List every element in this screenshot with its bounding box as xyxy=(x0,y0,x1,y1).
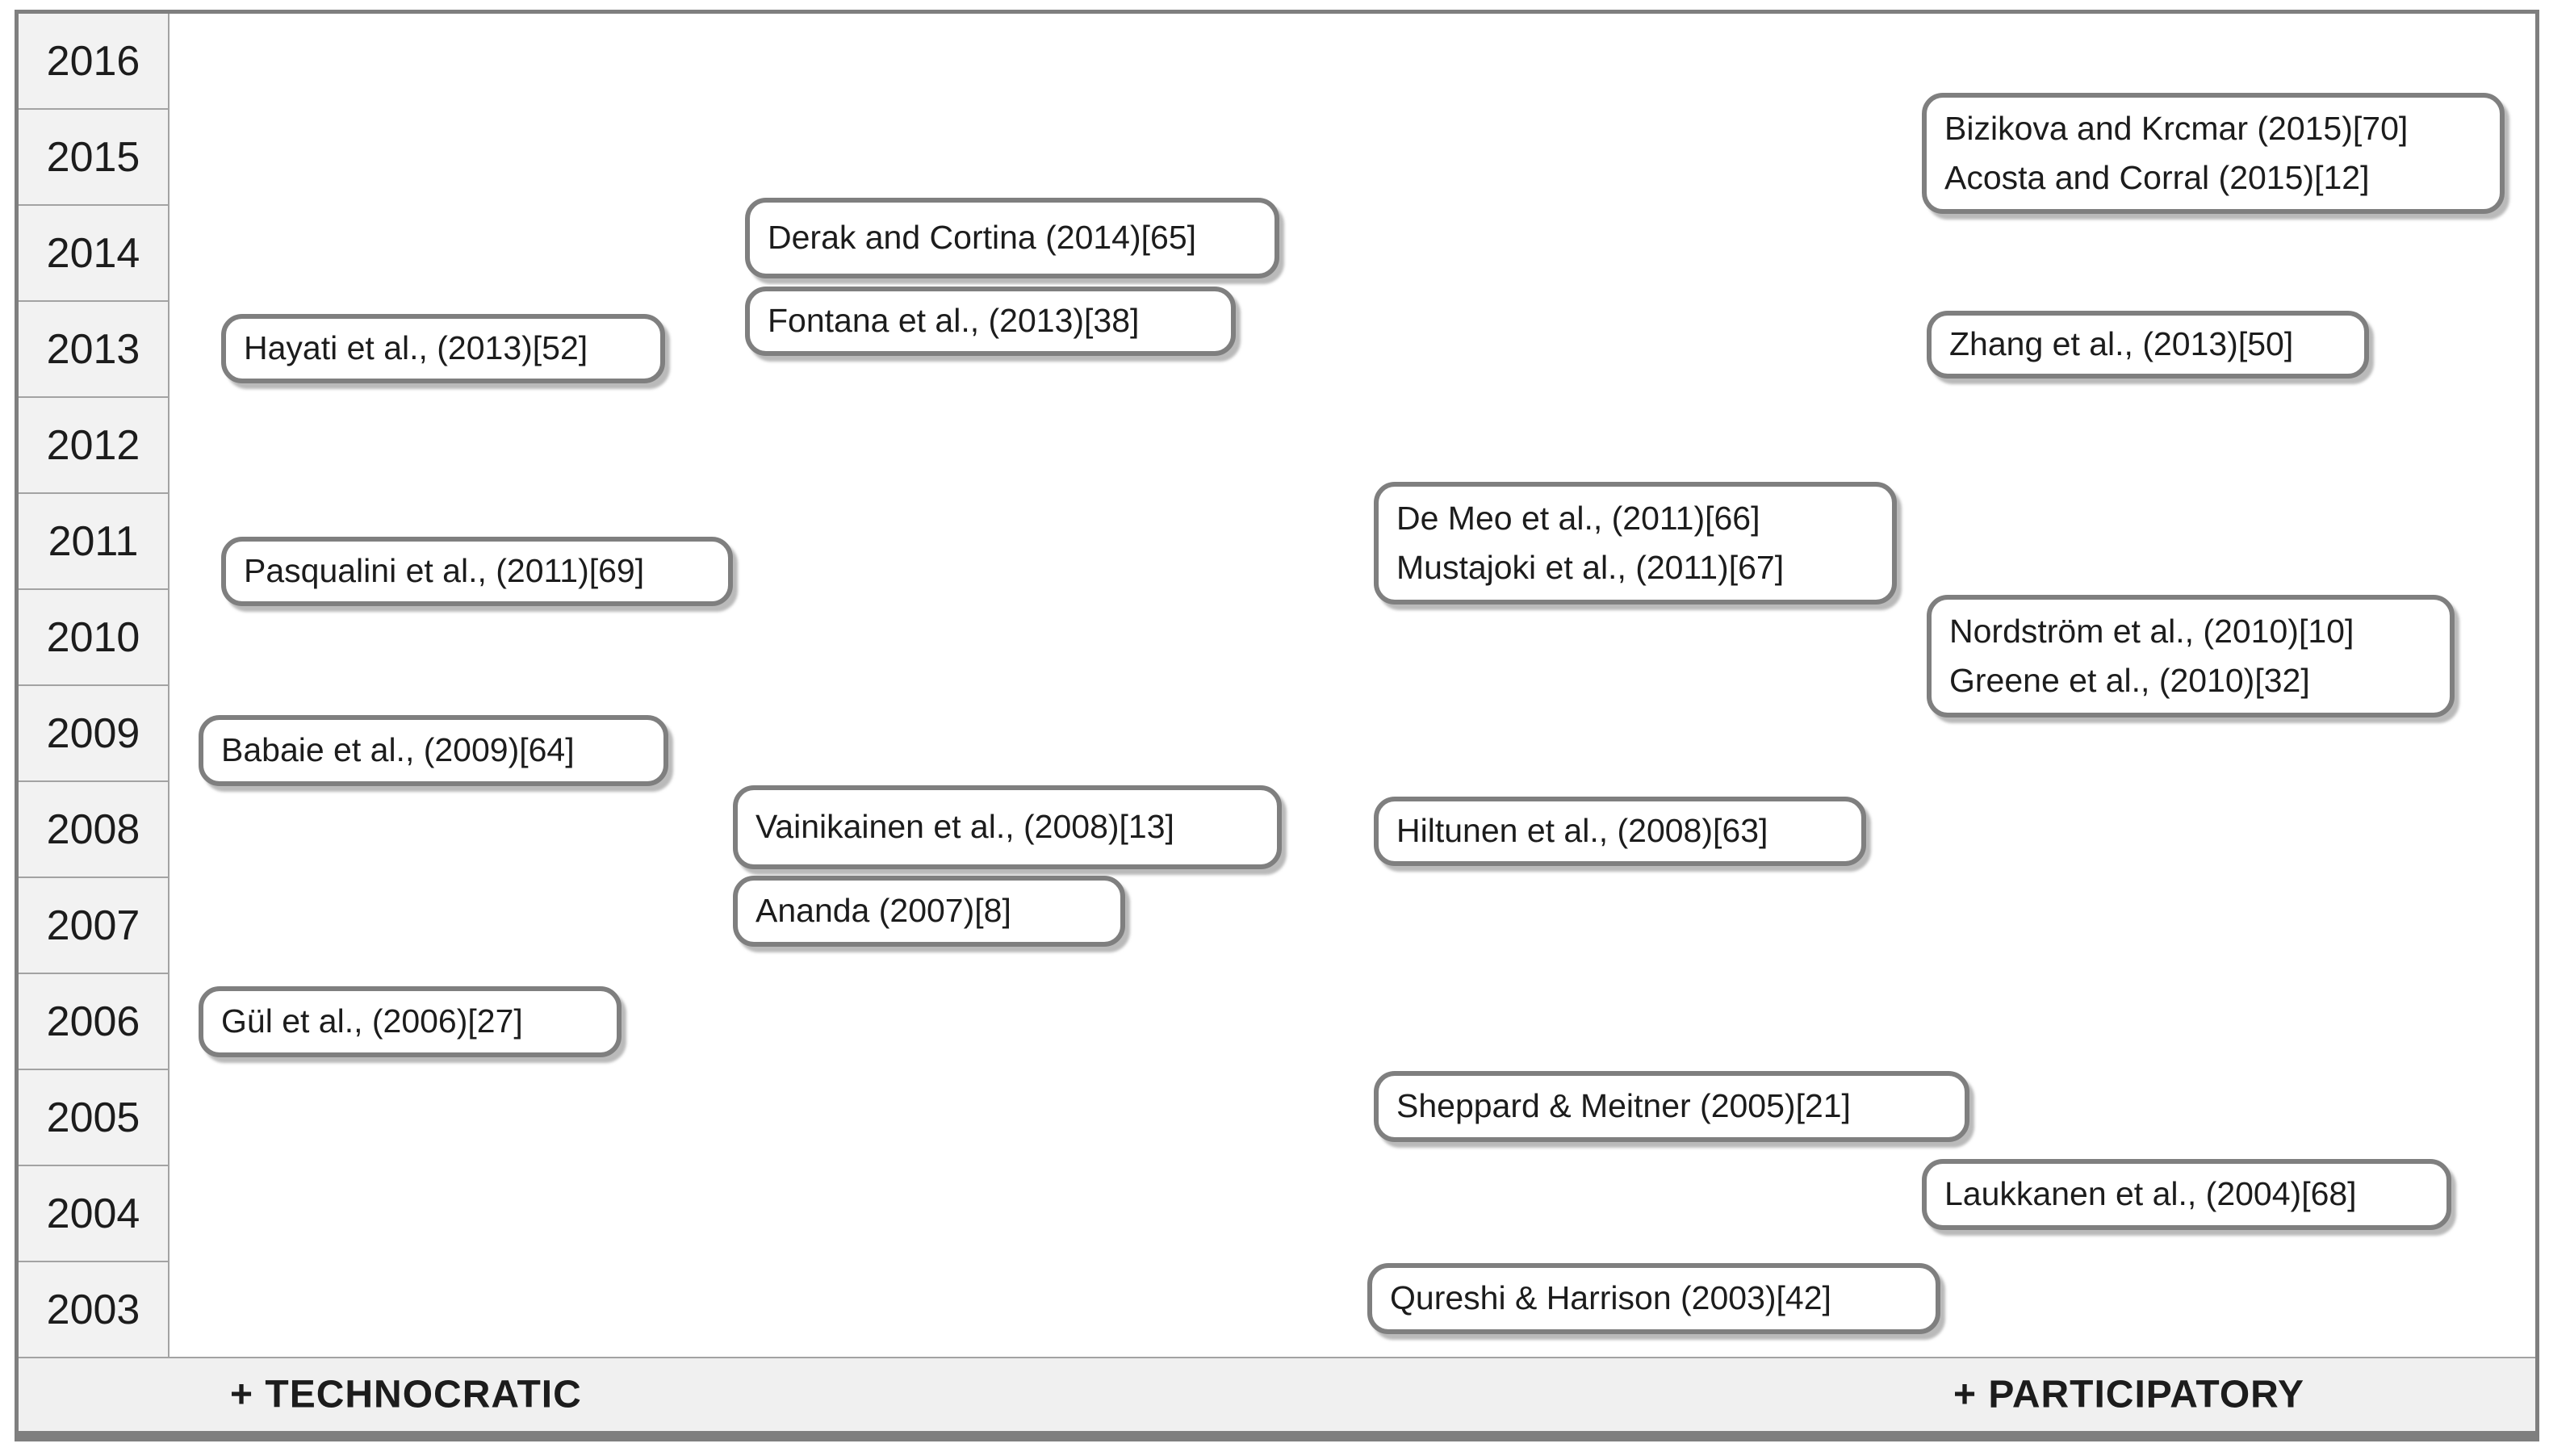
plot-area: Hayati et al., (2013)[52] Derak and Corti… xyxy=(170,14,2535,1357)
citation-box-nordstrom-greene: Nordström et al., (2010)[10] Greene et al… xyxy=(1927,595,2455,718)
bottom-axis-bar: + TECHNOCRATIC + PARTICIPATORY xyxy=(19,1357,2535,1431)
citation-box-qureshi-harrison: Qureshi & Harrison (2003)[42] xyxy=(1367,1263,1940,1334)
axis-label-technocratic: + TECHNOCRATIC xyxy=(230,1373,582,1416)
citation-label: Ananda (2007)[8] xyxy=(755,892,1011,930)
citation-label: Babaie et al., (2009)[64] xyxy=(221,731,575,769)
citation-box-bizikova-acosta: Bizikova and Krcmar (2015)[70] Acosta and… xyxy=(1922,93,2505,214)
citation-box-fontana: Fontana et al., (2013)[38] xyxy=(745,287,1236,356)
citation-box-demeo-mustajoki: De Meo et al., (2011)[66] Mustajoki et al… xyxy=(1374,482,1897,605)
citation-label: Derak and Cortina (2014)[65] xyxy=(768,219,1197,257)
citation-label: Vainikainen et al., (2008)[13] xyxy=(755,808,1174,846)
citation-box-babaie: Babaie et al., (2009)[64] xyxy=(199,715,668,786)
year-label-2012: 2012 xyxy=(19,398,168,494)
citation-label: Hayati et al., (2013)[52] xyxy=(244,329,588,367)
year-label-2008: 2008 xyxy=(19,782,168,878)
year-label-2010: 2010 xyxy=(19,590,168,686)
citation-box-gul: Gül et al., (2006)[27] xyxy=(199,986,622,1057)
citation-label: Nordström et al., (2010)[10] xyxy=(1949,612,2354,650)
year-label-2009: 2009 xyxy=(19,686,168,782)
citation-box-laukkanen: Laukkanen et al., (2004)[68] xyxy=(1922,1159,2451,1230)
year-label-2011: 2011 xyxy=(19,494,168,590)
year-label-2016: 2016 xyxy=(19,14,168,110)
year-label-2005: 2005 xyxy=(19,1070,168,1166)
axis-label-participatory: + PARTICIPATORY xyxy=(1953,1373,2305,1416)
citation-label: Greene et al., (2010)[32] xyxy=(1949,662,2310,699)
citation-label: Bizikova and Krcmar (2015)[70] xyxy=(1944,109,2409,147)
citation-label: Mustajoki et al., (2011)[67] xyxy=(1396,549,1785,586)
citation-box-ananda: Ananda (2007)[8] xyxy=(733,876,1125,947)
citation-box-vainikainen: Vainikainen et al., (2008)[13] xyxy=(733,785,1282,869)
citation-box-derak-cortina: Derak and Cortina (2014)[65] xyxy=(745,198,1279,278)
citation-box-hayati: Hayati et al., (2013)[52] xyxy=(221,314,665,383)
citation-box-sheppard-meitner: Sheppard & Meitner (2005)[21] xyxy=(1374,1071,1969,1142)
year-label-2007: 2007 xyxy=(19,878,168,974)
citation-label: Laukkanen et al., (2004)[68] xyxy=(1944,1175,2357,1213)
citation-label: Sheppard & Meitner (2005)[21] xyxy=(1396,1087,1851,1125)
citation-label: Acosta and Corral (2015)[12] xyxy=(1944,159,2370,196)
citation-label: Qureshi & Harrison (2003)[42] xyxy=(1390,1279,1831,1317)
citation-label: Zhang et al., (2013)[50] xyxy=(1949,325,2294,363)
year-label-2003: 2003 xyxy=(19,1262,168,1357)
citation-box-pasqualini: Pasqualini et al., (2011)[69] xyxy=(221,537,733,606)
citation-label: De Meo et al., (2011)[66] xyxy=(1396,499,1760,537)
year-label-2015: 2015 xyxy=(19,110,168,206)
citation-label: Gül et al., (2006)[27] xyxy=(221,1002,523,1040)
year-label-2006: 2006 xyxy=(19,974,168,1070)
citation-label: Hiltunen et al., (2008)[63] xyxy=(1396,812,1768,850)
citation-box-zhang: Zhang et al., (2013)[50] xyxy=(1927,311,2369,379)
citation-label: Fontana et al., (2013)[38] xyxy=(768,302,1140,340)
year-label-2014: 2014 xyxy=(19,206,168,302)
year-label-2013: 2013 xyxy=(19,302,168,398)
year-label-2004: 2004 xyxy=(19,1166,168,1262)
citation-box-hiltunen: Hiltunen et al., (2008)[63] xyxy=(1374,797,1866,866)
citation-label: Pasqualini et al., (2011)[69] xyxy=(244,552,645,590)
